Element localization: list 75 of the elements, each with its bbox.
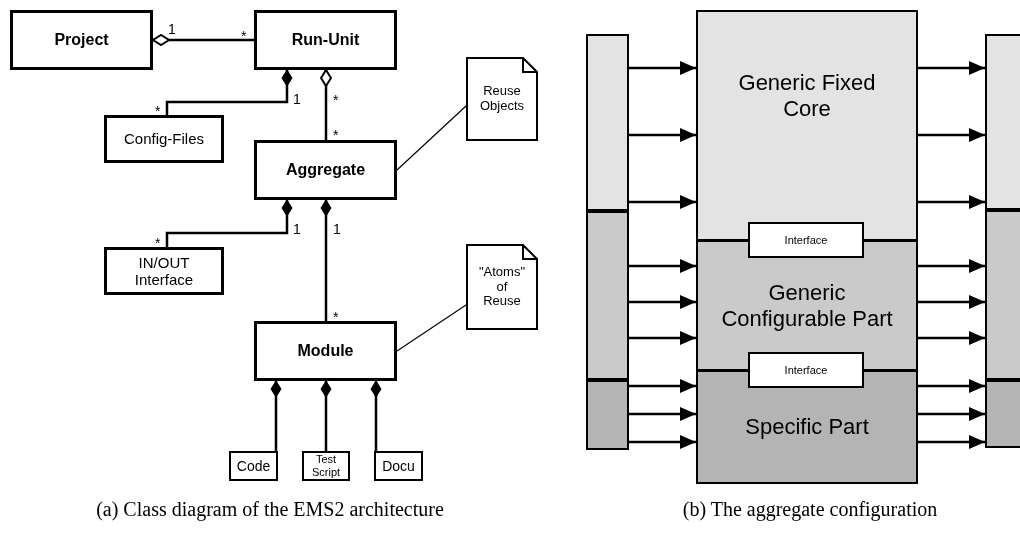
multiplicity-label: 1 [333, 222, 341, 236]
interface-box [748, 352, 864, 388]
figure-caption: (b) The aggregate configuration [681, 498, 939, 521]
association-line [270, 380, 282, 451]
arrow [629, 331, 696, 345]
arrow [629, 195, 696, 209]
class-box [374, 451, 423, 481]
bus-segment [586, 211, 629, 380]
class-name: Config-Files [124, 130, 204, 148]
class-name: Docu [382, 457, 415, 475]
association-line [320, 199, 332, 321]
arrow [629, 295, 696, 309]
arrow [918, 295, 985, 309]
multiplicity-label: 1 [293, 222, 301, 236]
interface-label: Interface [784, 233, 828, 247]
bus-segment [985, 210, 1020, 380]
multiplicity-label: * [333, 93, 339, 107]
association-line [320, 69, 332, 140]
class-name: Aggregate [285, 160, 366, 180]
class-name: IN/OUT Interface [133, 253, 195, 289]
class-box [229, 451, 278, 481]
arrow [918, 331, 985, 345]
multiplicity-label: 1 [168, 22, 176, 36]
arrow [629, 435, 696, 449]
arrow [918, 128, 985, 142]
class-name: Run-Unit [291, 30, 360, 50]
note-link-line [396, 105, 467, 171]
class-box [104, 247, 224, 295]
bus-segment [586, 34, 629, 211]
multiplicity-label: 1 [293, 92, 301, 106]
figure-caption: (a) Class diagram of the EMS2 architecture [95, 498, 445, 521]
class-name: Code [236, 457, 271, 475]
note-text: "Atoms" of Reuse [477, 264, 527, 310]
note-text: Reuse Objects [478, 84, 526, 114]
association-line [320, 380, 332, 451]
multiplicity-label: * [155, 236, 161, 250]
class-box [104, 115, 224, 163]
arrow [918, 379, 985, 393]
multiplicity-label: * [241, 29, 247, 43]
arrow [918, 61, 985, 75]
class-name: Test Script [310, 453, 342, 479]
layer-name: Generic Fixed Core [737, 70, 877, 121]
arrow [629, 407, 696, 421]
note-shape [466, 57, 538, 141]
class-box [254, 321, 397, 381]
arrow [918, 259, 985, 273]
class-box [254, 140, 397, 200]
bus-segment [586, 380, 629, 450]
arrow [629, 128, 696, 142]
class-box [10, 10, 153, 70]
multiplicity-label: * [333, 128, 339, 142]
arrow [629, 379, 696, 393]
arrow [629, 61, 696, 75]
interface-box [748, 222, 864, 258]
note-link-line [396, 304, 467, 352]
class-name: Module [297, 341, 354, 361]
layer-name: Specific Part [744, 414, 870, 440]
multiplicity-label: * [155, 104, 161, 118]
bus-segment [985, 380, 1020, 448]
note-shape [466, 244, 538, 330]
multiplicity-label: * [333, 310, 339, 324]
arrow [629, 259, 696, 273]
arrow [918, 435, 985, 449]
class-name: Project [54, 30, 109, 50]
bus-segment [985, 34, 1020, 210]
association-line [370, 380, 382, 451]
arrow [918, 195, 985, 209]
class-box [254, 10, 397, 70]
association-line [165, 69, 293, 115]
layer-name: Generic Configurable Part [720, 280, 894, 331]
association-line [152, 34, 254, 46]
class-box [302, 451, 350, 481]
arrow [918, 407, 985, 421]
association-line [165, 199, 293, 247]
interface-label: Interface [784, 363, 828, 377]
